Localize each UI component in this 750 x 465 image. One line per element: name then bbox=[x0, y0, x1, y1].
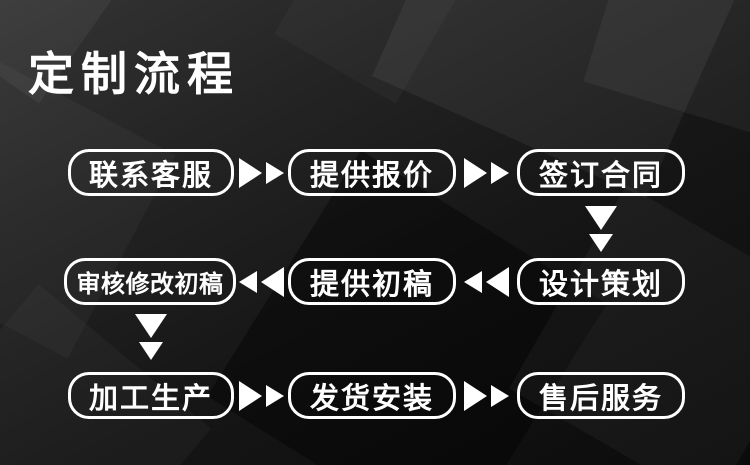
flow-step-after-sales-service: 售后服务 bbox=[517, 372, 685, 419]
arrow-left-icon bbox=[455, 258, 518, 305]
arrow-down-triangle-small bbox=[139, 342, 163, 360]
flow-step-design-planning: 设计策划 bbox=[517, 258, 685, 305]
arrow-right-triangle-small bbox=[265, 384, 284, 407]
flow-step-production: 加工生产 bbox=[68, 372, 234, 419]
arrow-down-triangle-large bbox=[585, 206, 617, 230]
flow-step-contact-service: 联系客服 bbox=[68, 149, 234, 196]
arrow-right-icon bbox=[455, 372, 518, 419]
arrow-left-triangle-large bbox=[260, 266, 284, 297]
page-title: 定制流程 bbox=[28, 47, 240, 101]
arrow-right-triangle-large bbox=[464, 157, 487, 188]
arrow-down-triangle-small bbox=[589, 234, 613, 252]
arrow-left-triangle-small bbox=[238, 270, 257, 293]
flow-step-shipping-installation: 发货安装 bbox=[288, 372, 456, 419]
arrow-right-icon bbox=[233, 372, 289, 419]
arrow-right-icon bbox=[233, 149, 289, 196]
background-diamond-shape bbox=[583, 0, 750, 149]
flow-step-provide-quote: 提供报价 bbox=[288, 149, 456, 196]
arrow-down-icon bbox=[135, 314, 167, 360]
arrow-down-icon bbox=[585, 206, 617, 252]
arrow-right-triangle-large bbox=[238, 380, 262, 411]
flow-step-sign-contract: 签订合同 bbox=[517, 149, 685, 196]
arrow-left-icon bbox=[233, 258, 289, 305]
flow-step-provide-first-draft: 提供初稿 bbox=[288, 258, 456, 305]
background-diamond-shape bbox=[508, 184, 750, 465]
arrow-right-triangle-small bbox=[491, 161, 509, 184]
arrow-right-triangle-large bbox=[464, 380, 487, 411]
arrow-right-triangle-small bbox=[265, 161, 284, 184]
arrow-down-triangle-large bbox=[135, 314, 167, 338]
arrow-right-triangle-small bbox=[491, 384, 509, 407]
flow-step-review-revise-draft: 审核修改初稿 bbox=[64, 258, 236, 305]
arrow-left-triangle-small bbox=[464, 270, 482, 293]
arrow-right-icon bbox=[455, 149, 518, 196]
background-diamond-shape bbox=[274, 0, 465, 104]
arrow-right-triangle-large bbox=[238, 157, 262, 188]
arrow-left-triangle-large bbox=[486, 266, 509, 297]
